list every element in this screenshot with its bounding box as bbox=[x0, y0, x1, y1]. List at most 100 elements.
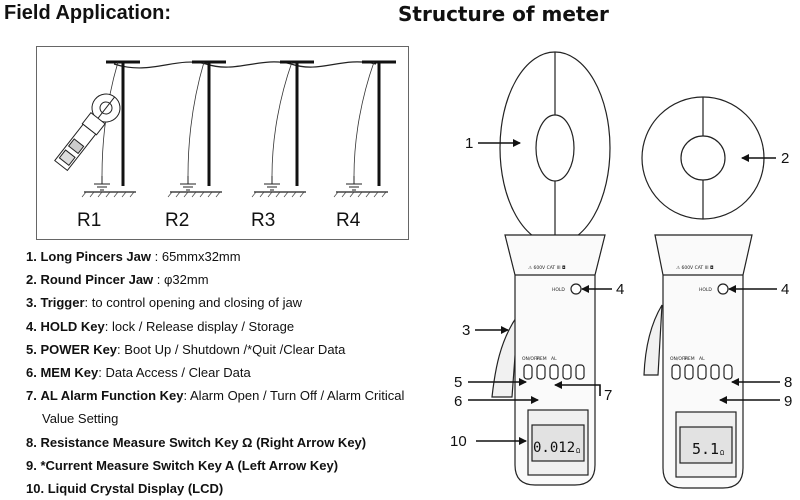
clamp-meter-icon bbox=[54, 93, 121, 172]
btn-label-mem-left: MEM bbox=[536, 356, 547, 362]
callout-7: 7 bbox=[604, 387, 612, 404]
pole-4 bbox=[362, 60, 396, 186]
meter-right: ⚠ 600V CAT III ◘ HOLD ON/OFF MEM AL bbox=[641, 96, 765, 489]
legend-desc: Value Setting bbox=[42, 411, 119, 427]
right-arrow-key-left bbox=[575, 364, 585, 380]
callout-9: 9 bbox=[784, 393, 792, 410]
earth-symbol-3 bbox=[264, 176, 280, 191]
ground-surface-2 bbox=[167, 191, 222, 198]
lcd-left-reading: 0.012 bbox=[533, 440, 575, 456]
legend-num: 5. bbox=[26, 341, 37, 357]
legend-key: Liquid Crystal Display (LCD) bbox=[47, 481, 224, 497]
trigger bbox=[491, 312, 519, 398]
trigger-right bbox=[643, 304, 663, 376]
legend-key: Round Pincer Jaw bbox=[40, 272, 154, 288]
meter-structure-diagram: ⚠ 600V CAT III ◘ HOLD ON/OFF MEM AL 0.01… bbox=[450, 51, 792, 489]
legend-item-5: 5. POWER Key: Boot Up / Shutdown /*Quit … bbox=[26, 338, 446, 361]
legend-item-8: 8. Resistance Measure Switch Key Ω (Righ… bbox=[26, 431, 446, 454]
legend-num: 8. bbox=[26, 434, 37, 450]
svg-text:⚠ 600V CAT III ◘: ⚠ 600V CAT III ◘ bbox=[528, 265, 566, 271]
legend-desc: : Boot Up / Shutdown /*Quit /Clear Data bbox=[117, 341, 346, 357]
legend-item-10: 10. Liquid Crystal Display (LCD) bbox=[26, 477, 446, 500]
hold-label-right: HOLD bbox=[699, 287, 712, 293]
legend-key: MEM Key bbox=[40, 365, 99, 381]
callout-2: 2 bbox=[781, 150, 789, 167]
legend-key: HOLD Key bbox=[40, 318, 105, 334]
btn-label-al-right: AL bbox=[699, 356, 705, 362]
callout-10: 10 bbox=[450, 433, 467, 450]
legend-desc: : 65mmx32mm bbox=[151, 249, 241, 264]
meter-left: ⚠ 600V CAT III ◘ HOLD ON/OFF MEM AL bbox=[491, 51, 611, 486]
legend-key: AL Alarm Function Key bbox=[40, 388, 184, 404]
legend-item-9: 9. *Current Measure Switch Key A (Left A… bbox=[26, 454, 446, 477]
structure-of-meter-title: Structure of meter bbox=[398, 2, 609, 26]
legend-item-4: 4. HOLD Key: lock / Release display / St… bbox=[26, 315, 446, 338]
ground-surface-1 bbox=[81, 191, 136, 198]
label-r1: R1 bbox=[77, 210, 101, 231]
hold-label-left: HOLD bbox=[552, 287, 565, 293]
round-jaw-opening bbox=[680, 135, 726, 181]
legend-item-2: 2. Round Pincer Jaw : φ32mm bbox=[26, 268, 446, 291]
legend-num: 9. bbox=[26, 457, 37, 473]
callout-4-right: 4 bbox=[781, 281, 789, 298]
hold-key-left bbox=[570, 283, 582, 295]
field-application-diagram: R1 R2 R3 R4 bbox=[54, 60, 396, 231]
legend-key: Resistance Measure Switch Key Ω (Right A… bbox=[40, 434, 367, 450]
legend-num: 4. bbox=[26, 318, 37, 334]
callout-5: 5 bbox=[454, 374, 462, 391]
callout-6: 6 bbox=[454, 393, 462, 410]
legend-num: 10. bbox=[26, 481, 45, 497]
long-jaw-opening bbox=[535, 114, 575, 182]
ground-lead-2 bbox=[187, 61, 205, 177]
ground-surface-4 bbox=[333, 191, 388, 198]
earth-symbol-1 bbox=[94, 176, 110, 191]
legend-list: 1. Long Pincers Jaw : 65mmx32mm 2. Round… bbox=[26, 245, 446, 500]
earth-symbol-2 bbox=[180, 176, 196, 191]
ground-lead-4 bbox=[353, 61, 375, 177]
legend-desc: : lock / Release display / Storage bbox=[104, 318, 295, 334]
svg-text:⚠ 600V CAT III ◘: ⚠ 600V CAT III ◘ bbox=[676, 265, 714, 271]
legend-item-3: 3. Trigger: to control opening and closi… bbox=[26, 291, 446, 314]
pole-1 bbox=[106, 60, 140, 186]
legend-desc: : Data Access / Clear Data bbox=[98, 365, 251, 381]
field-application-frame bbox=[36, 46, 409, 240]
callout-3: 3 bbox=[462, 322, 470, 339]
legend-num: 6. bbox=[26, 365, 37, 381]
legend-item-7-continued: Value Setting bbox=[26, 407, 446, 430]
pole-3 bbox=[280, 60, 314, 186]
ground-surface-3 bbox=[251, 191, 306, 198]
legend-num: 3. bbox=[26, 295, 37, 311]
earth-symbol-4 bbox=[346, 176, 362, 191]
field-application-title: Field Application: bbox=[4, 2, 172, 24]
lcd-right-reading: 5.1 bbox=[692, 440, 719, 458]
legend-num: 7. bbox=[26, 388, 37, 404]
left-arrow-key-left bbox=[562, 364, 572, 380]
legend-desc: : to control opening and closing of jaw bbox=[84, 295, 303, 311]
hold-key-right bbox=[717, 283, 729, 295]
left-arrow-key-right bbox=[710, 364, 720, 380]
callout-4-left: 4 bbox=[616, 281, 624, 298]
callout-1: 1 bbox=[465, 135, 473, 152]
al-key-right bbox=[697, 364, 707, 380]
label-r3: R3 bbox=[251, 210, 275, 231]
legend-item-6: 6. MEM Key: Data Access / Clear Data bbox=[26, 361, 446, 384]
legend-desc: : φ32mm bbox=[153, 272, 209, 288]
btn-label-al-left: AL bbox=[551, 356, 557, 362]
label-r2: R2 bbox=[165, 210, 189, 231]
power-key-right bbox=[671, 364, 681, 380]
label-r4: R4 bbox=[336, 210, 361, 231]
ground-lead-3 bbox=[271, 61, 293, 177]
legend-key: POWER Key bbox=[40, 341, 118, 357]
mem-key-right bbox=[684, 364, 694, 380]
callout-8: 8 bbox=[784, 374, 792, 391]
legend-key: *Current Measure Switch Key A (Left Arro… bbox=[40, 457, 339, 473]
legend-desc: : Alarm Open / Turn Off / Alarm Critical bbox=[183, 388, 405, 404]
pole-2 bbox=[192, 60, 226, 186]
lcd-left-unit: Ω bbox=[576, 447, 580, 455]
btn-label-onoff-left: ON/OFF bbox=[522, 356, 540, 362]
legend-key: Long Pincers Jaw bbox=[40, 249, 152, 264]
al-key-left bbox=[549, 364, 559, 380]
legend-num: 2. bbox=[26, 272, 37, 288]
btn-label-onoff-right: ON/OFF bbox=[670, 356, 688, 362]
btn-label-mem-right: MEM bbox=[684, 356, 695, 362]
